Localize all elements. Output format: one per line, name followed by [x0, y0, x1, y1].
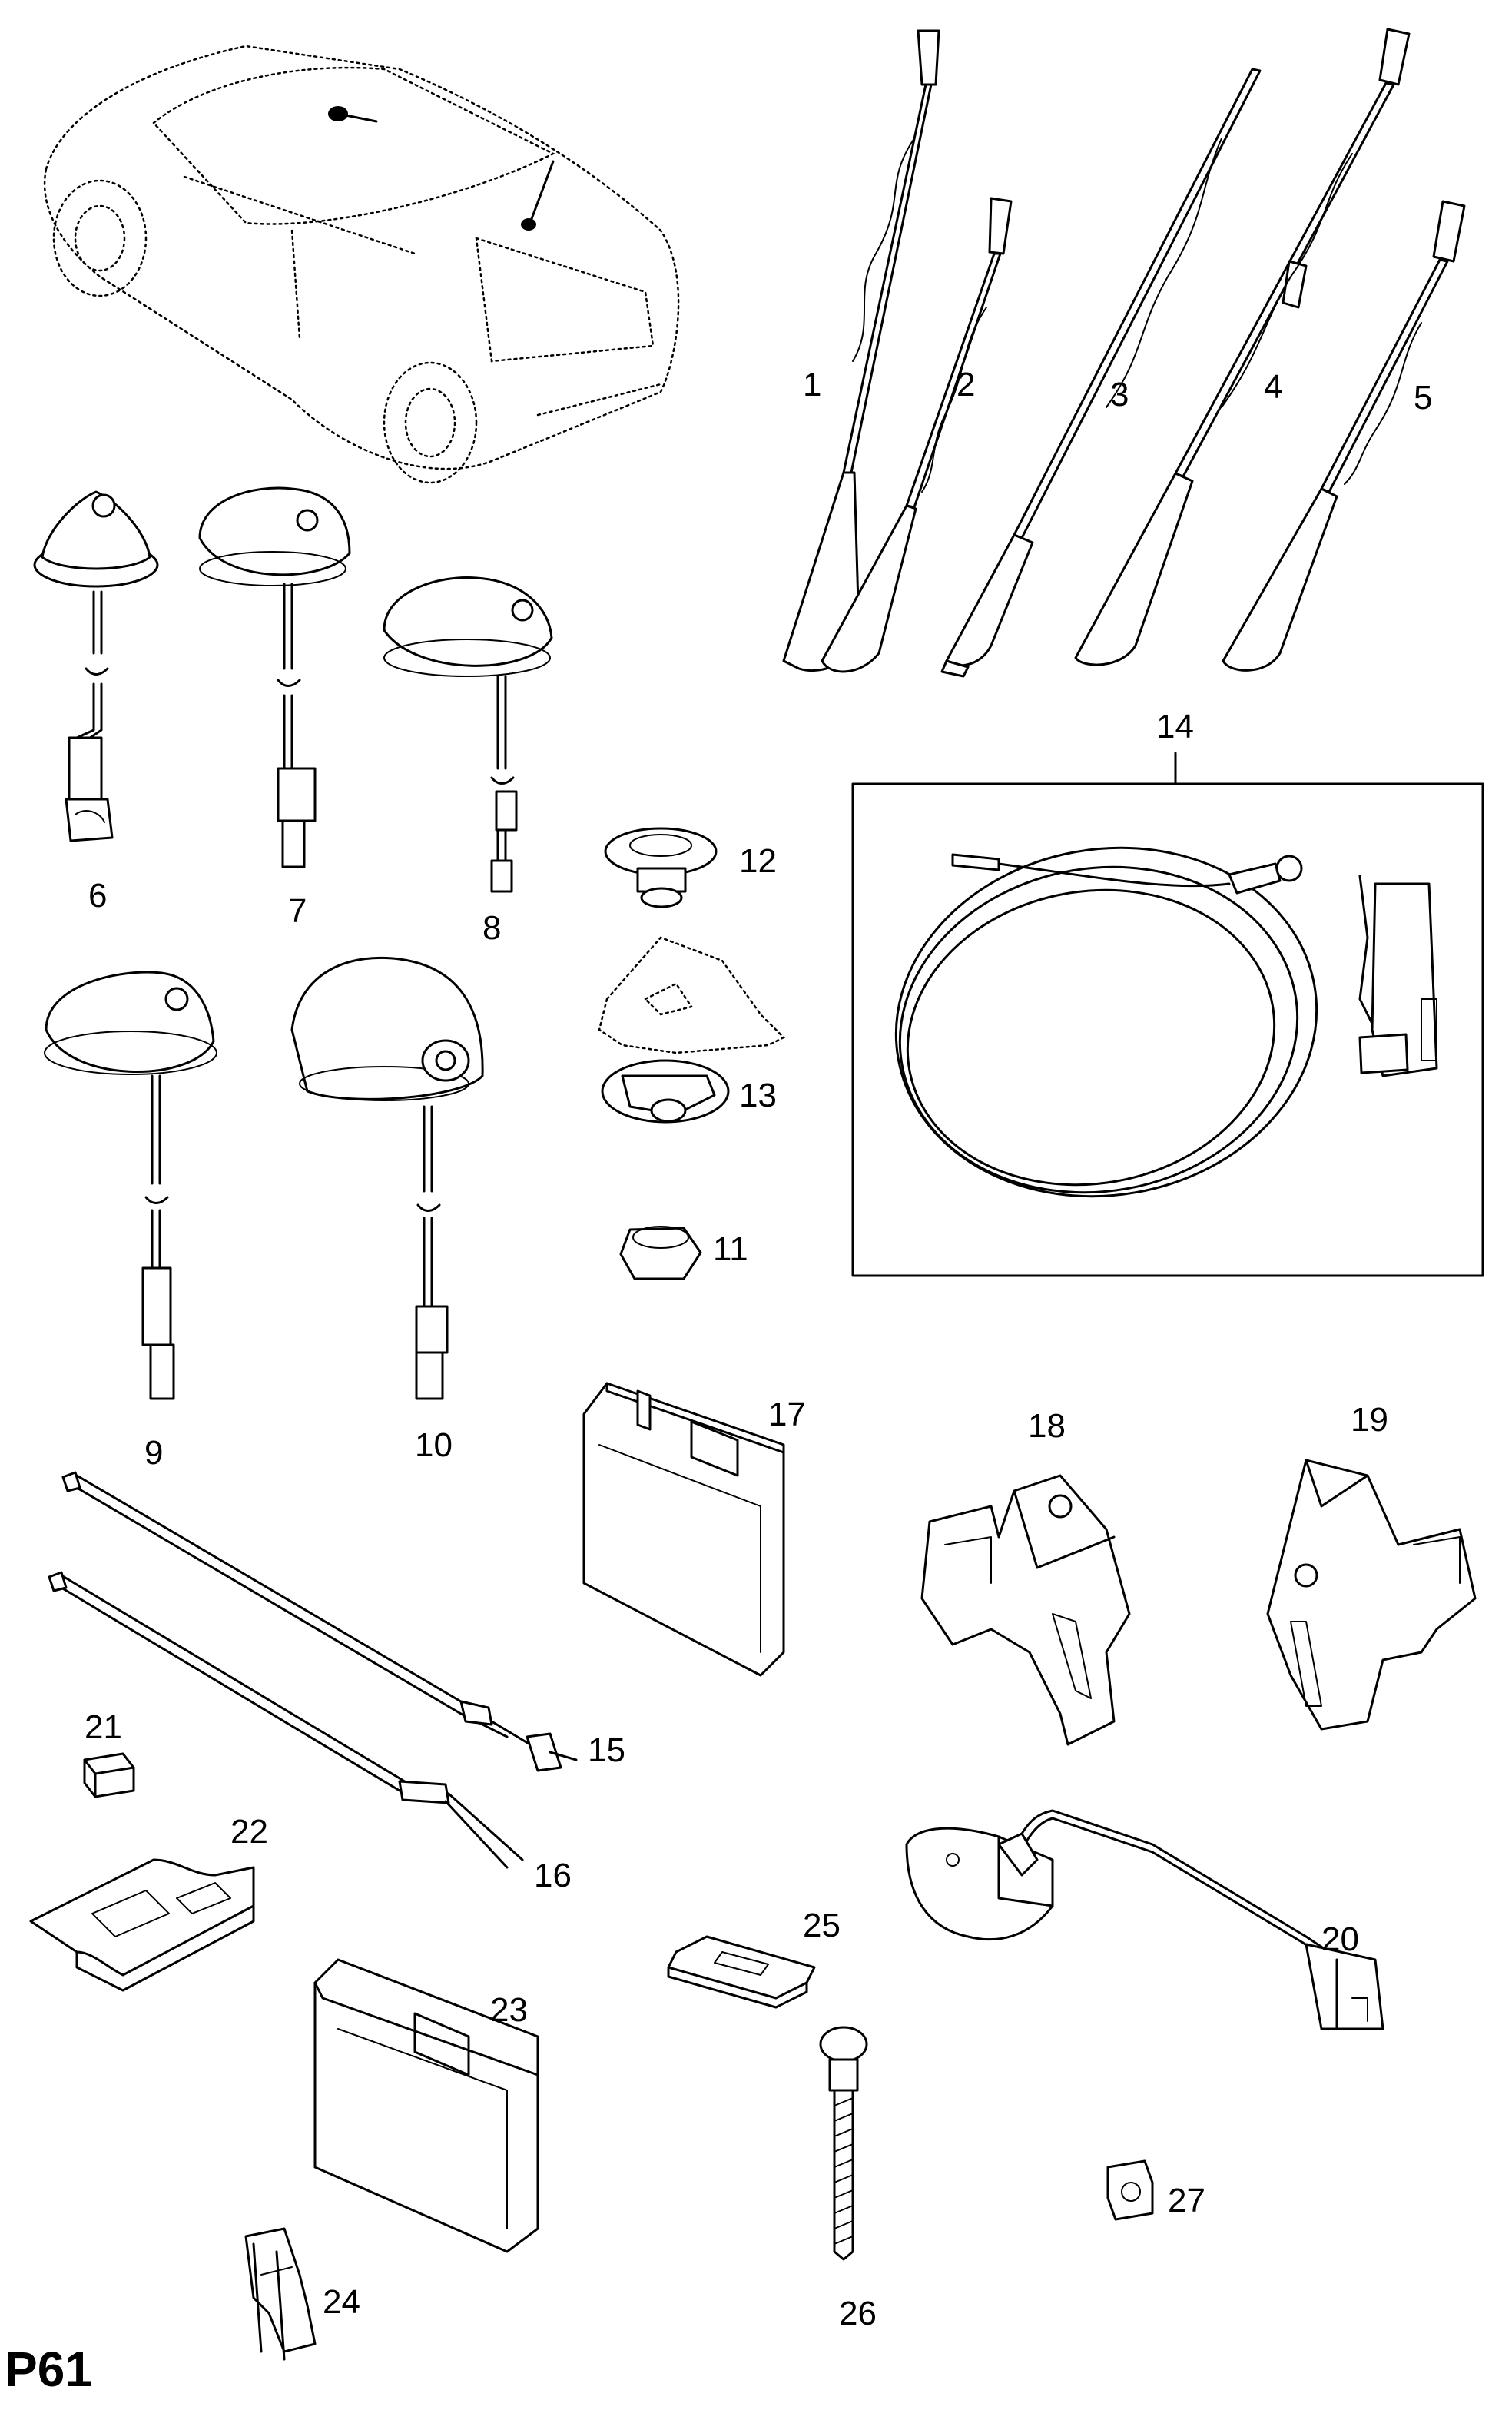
module-23	[313, 1958, 539, 2253]
cable-15	[61, 1471, 578, 1772]
clip-bracket-18	[920, 1474, 1131, 1746]
antenna-rod-4	[1074, 28, 1411, 666]
callout-2: 2	[957, 366, 975, 403]
callout-1: 1	[803, 366, 821, 403]
callout-26: 26	[839, 2295, 877, 2332]
roof-antenna-10	[290, 956, 484, 1400]
callout-23: 23	[490, 1991, 528, 2029]
plate-22	[29, 1858, 255, 1992]
callout-7: 7	[288, 892, 307, 930]
roof-antenna-7	[198, 486, 351, 868]
callout-4: 4	[1264, 368, 1282, 406]
callout-18: 18	[1028, 1407, 1066, 1445]
callout-19: 19	[1351, 1401, 1388, 1439]
clip-bracket-19	[1266, 1459, 1477, 1731]
callout-5: 5	[1414, 379, 1432, 417]
callout-27: 27	[1168, 2182, 1205, 2219]
screw-26	[819, 2026, 868, 2261]
callout-8: 8	[482, 909, 501, 947]
antenna-rod-3	[940, 68, 1262, 678]
callout-6: 6	[88, 877, 107, 915]
roof-antenna-6	[33, 490, 159, 842]
callout-24: 24	[323, 2283, 360, 2321]
callout-22: 22	[230, 1813, 268, 1851]
callout-3: 3	[1110, 376, 1129, 413]
bracket-24	[244, 2227, 317, 2361]
callout-16: 16	[534, 1857, 572, 1894]
gasket-outline	[598, 936, 786, 1054]
page-code: P61	[5, 2342, 92, 2397]
switch-25	[667, 1935, 816, 2009]
callout-20: 20	[1321, 1920, 1359, 1958]
block-21	[83, 1752, 135, 1798]
module-17	[582, 1382, 785, 1677]
callout-10: 10	[415, 1426, 453, 1464]
callout-17: 17	[768, 1396, 806, 1433]
roof-antenna-9	[44, 971, 217, 1400]
callout-11: 11	[713, 1230, 748, 1268]
callout-15: 15	[588, 1731, 625, 1769]
roof-antenna-8	[383, 576, 553, 893]
clip-27	[1106, 2159, 1154, 2221]
callout-12: 12	[739, 842, 777, 880]
callout-25: 25	[803, 1907, 841, 1944]
amplifier-20	[905, 1809, 1384, 2030]
nut-11	[619, 1226, 702, 1280]
antenna-rod-2	[821, 197, 1013, 673]
antenna-rod-5	[1222, 200, 1466, 672]
callout-21: 21	[85, 1708, 122, 1746]
grommet-12	[604, 827, 718, 908]
nut-13	[601, 1059, 730, 1124]
callout-14: 14	[1156, 708, 1194, 745]
callout-9: 9	[144, 1434, 163, 1472]
car-illustration	[43, 45, 680, 484]
cable-kit-14	[851, 752, 1484, 1277]
antenna-rod-1	[782, 29, 940, 672]
cable-16	[48, 1571, 524, 1869]
callout-13: 13	[739, 1077, 777, 1114]
